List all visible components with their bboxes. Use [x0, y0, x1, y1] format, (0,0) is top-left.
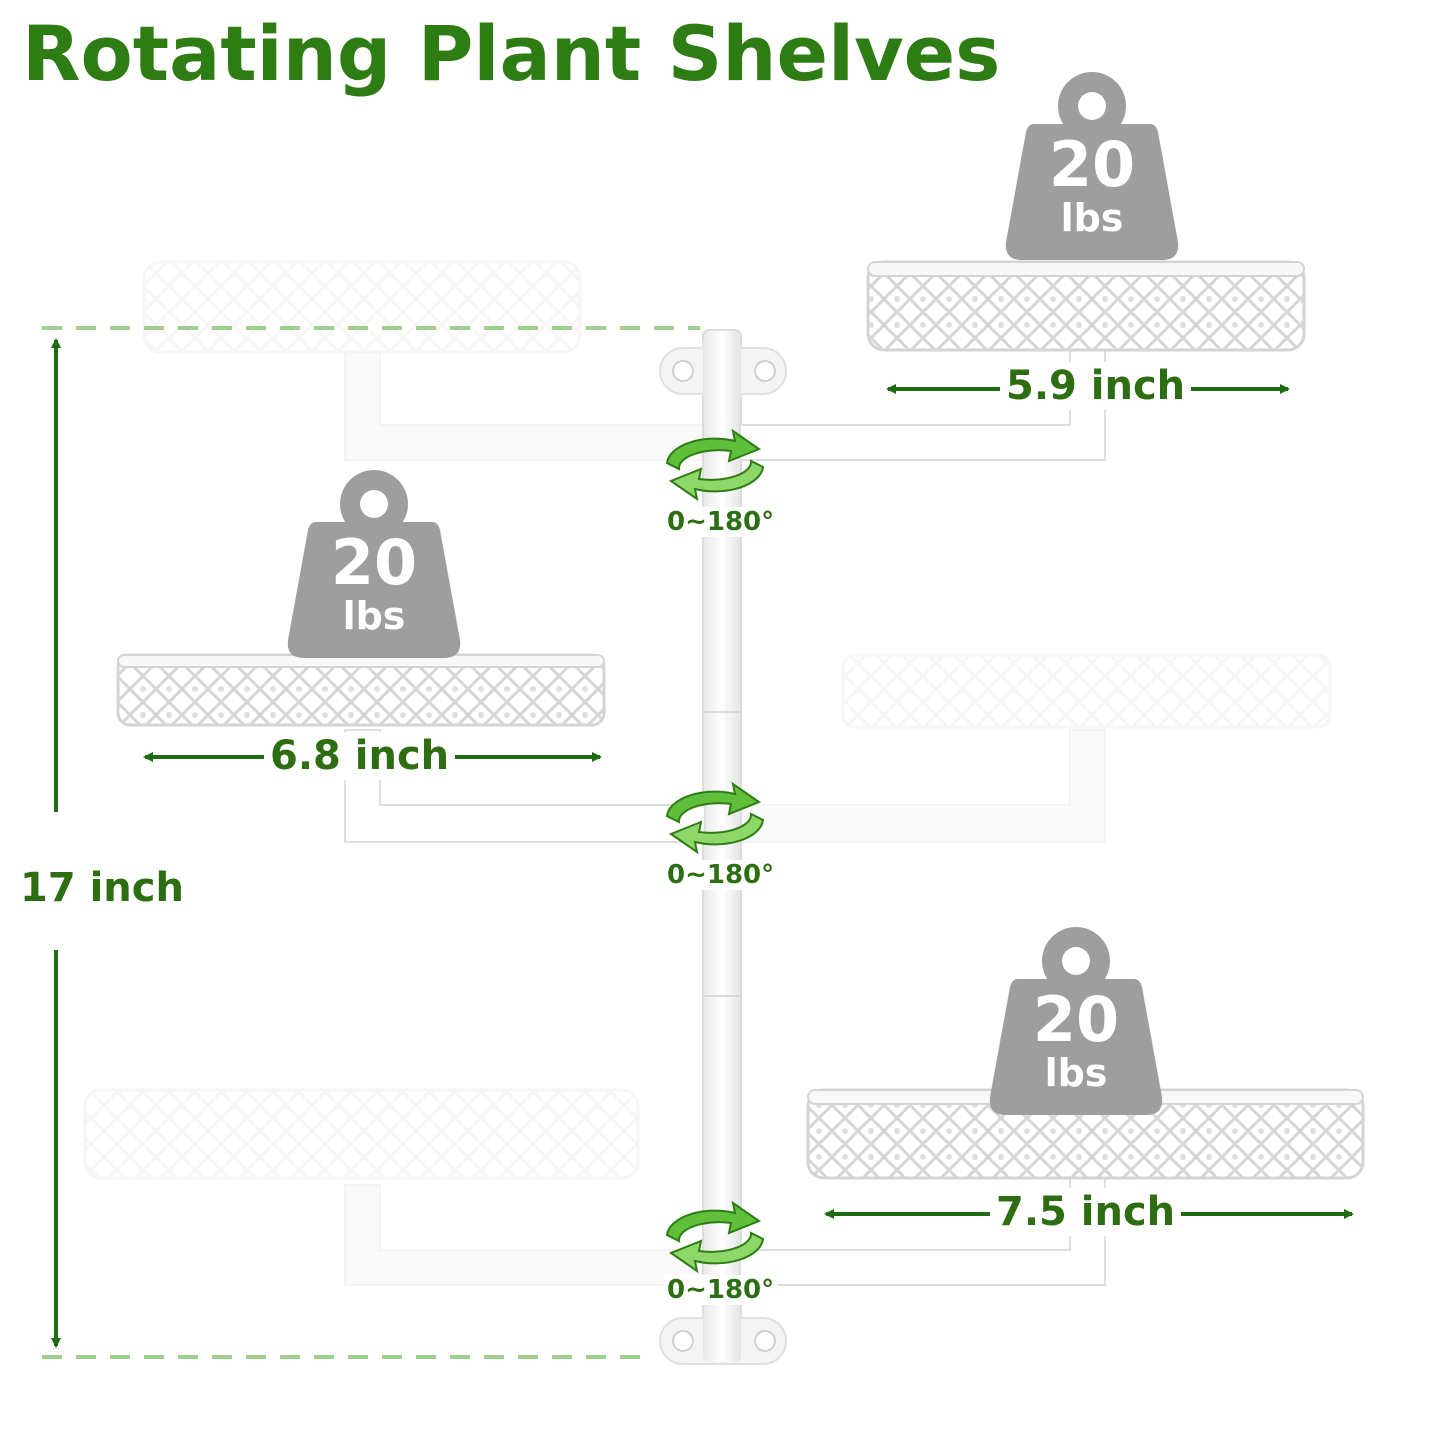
height-label: 17 inch [14, 864, 190, 912]
rotation-label-top: 0~180° [664, 507, 778, 537]
weight-value: 20 [330, 526, 418, 599]
weight-value: 20 [1032, 983, 1120, 1056]
weight-unit: lbs [1044, 1051, 1108, 1095]
rotate-arrows-icon [665, 1200, 765, 1274]
shelf-middle-left [116, 653, 706, 843]
wall-bracket-top [659, 340, 787, 402]
rotation-label-middle: 0~180° [664, 860, 778, 890]
height-guide-lines [42, 326, 700, 1359]
weight-badge-top: 20 lbs [1004, 72, 1180, 262]
wall-bracket-bottom [659, 1310, 787, 1365]
weight-icon [287, 470, 461, 658]
rotate-arrows-icon [665, 781, 765, 855]
rotation-label-bottom: 0~180° [664, 1275, 778, 1305]
weight-value: 20 [1048, 128, 1136, 201]
bottom-shelf-width-label: 7.5 inch [990, 1188, 1182, 1236]
rotate-arrows-icon [665, 428, 765, 502]
weight-icon [1005, 72, 1179, 260]
ghost-shelf-middle-right [739, 653, 1332, 843]
top-shelf-width-label: 5.9 inch [1000, 362, 1192, 410]
weight-badge-middle: 20 lbs [286, 470, 462, 660]
shelf-top-right [739, 260, 1306, 461]
ghost-shelf-top-left [142, 260, 711, 461]
page-title: Rotating Plant Shelves [22, 9, 1001, 98]
middle-shelf-width-label: 6.8 inch [264, 732, 456, 780]
weight-unit: lbs [342, 594, 406, 638]
weight-badge-bottom: 20 lbs [988, 927, 1164, 1117]
weight-unit: lbs [1060, 196, 1124, 240]
ghost-shelf-bottom-left [83, 1088, 711, 1286]
weight-icon [989, 927, 1163, 1115]
